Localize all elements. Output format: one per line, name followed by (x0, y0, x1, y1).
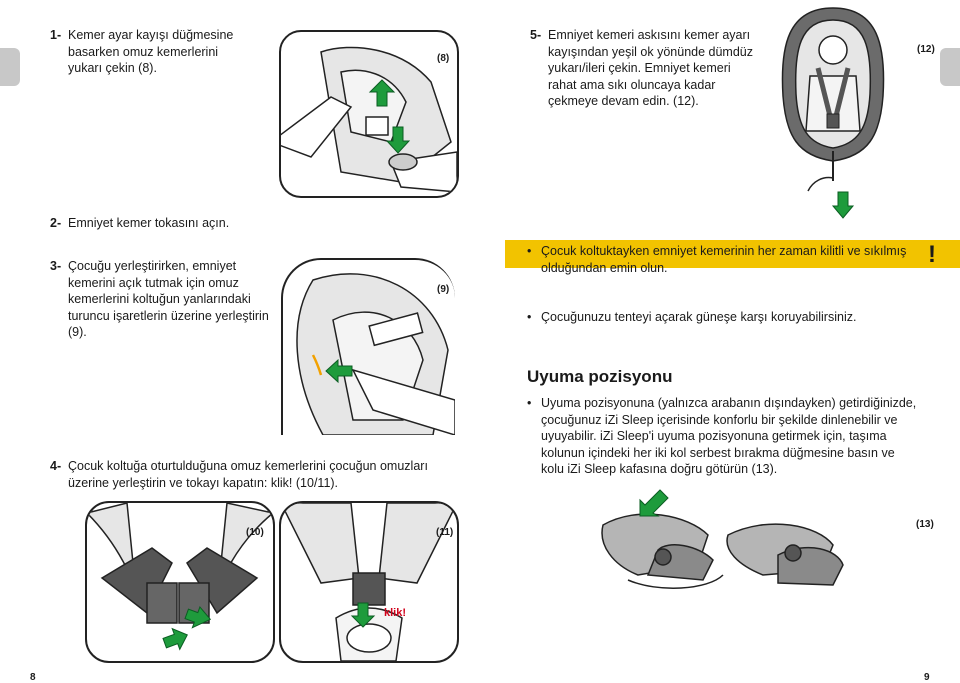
step-1: 1- Kemer ayar kayışı düğmesine basarken … (50, 27, 250, 77)
right-edge-tab (940, 48, 960, 86)
warning-exclamation-icon: ! (928, 241, 936, 268)
klik-label: klik! (384, 607, 407, 619)
step-4: 4- Çocuk koltuğa oturtulduğuna omuz keme… (50, 458, 470, 491)
figure-11-illustration (279, 501, 459, 663)
step-number: 5- (530, 28, 542, 42)
step-number: 2- (50, 216, 62, 230)
warning-text-2: Çocuğunuzu tenteyi açarak güneşe karşı k… (527, 309, 921, 326)
figure-13-illustration (601, 513, 844, 589)
arrow-left-icon (325, 358, 353, 384)
step-number: 3- (50, 259, 62, 273)
figure-9-illustration (281, 258, 455, 435)
left-edge-tab (0, 48, 20, 86)
sleep-instructions: Uyuma pozisyonuna (yalnızca arabanın dış… (527, 395, 919, 478)
step-text: Çocuk koltuğa oturtulduğuna omuz kemerle… (68, 459, 428, 490)
figure-8-illustration (279, 30, 459, 198)
figure-10-label: (10) (246, 527, 264, 538)
section-title-sleep: Uyuma pozisyonu (527, 367, 673, 386)
arrow-up-right-icon (162, 627, 188, 651)
page-number-right: 9 (924, 672, 930, 683)
step-text: Kemer ayar kayışı düğmesine basarken omu… (68, 28, 234, 75)
step-3: 3- Çocuğu yerleştirirken, emniyet kemeri… (50, 258, 282, 341)
step-2: 2- Emniyet kemer tokasını açın. (50, 215, 300, 232)
step-number: 4- (50, 459, 62, 473)
arrow-down-icon (350, 602, 376, 628)
step-text: Çocuğu yerleştirirken, emniyet kemerini … (68, 259, 269, 339)
step-number: 1- (50, 28, 62, 42)
figure-12-illustration (781, 7, 885, 192)
step-5: 5- Emniyet kemeri askısını kemer ayarı k… (530, 27, 755, 110)
figure-9-label: (9) (437, 284, 450, 295)
figure-13-label: (13) (916, 519, 934, 530)
warning-text-1: Çocuk koltuktayken emniyet kemerinin her… (527, 243, 916, 276)
arrow-up-icon (368, 79, 396, 107)
step-text: Emniyet kemeri askısını kemer ayarı kayı… (548, 28, 753, 108)
arrow-down-icon (385, 126, 411, 154)
figure-11-label: (11) (436, 527, 454, 538)
arrow-down-icon (831, 191, 855, 219)
figure-8-label: (8) (437, 53, 450, 64)
page-number-left: 8 (30, 672, 36, 683)
step-text: Emniyet kemer tokasını açın. (68, 216, 230, 230)
arrow-up-right-icon (184, 605, 212, 629)
arrow-down-left-icon (639, 489, 669, 517)
figure-12-label: (12) (917, 44, 935, 55)
